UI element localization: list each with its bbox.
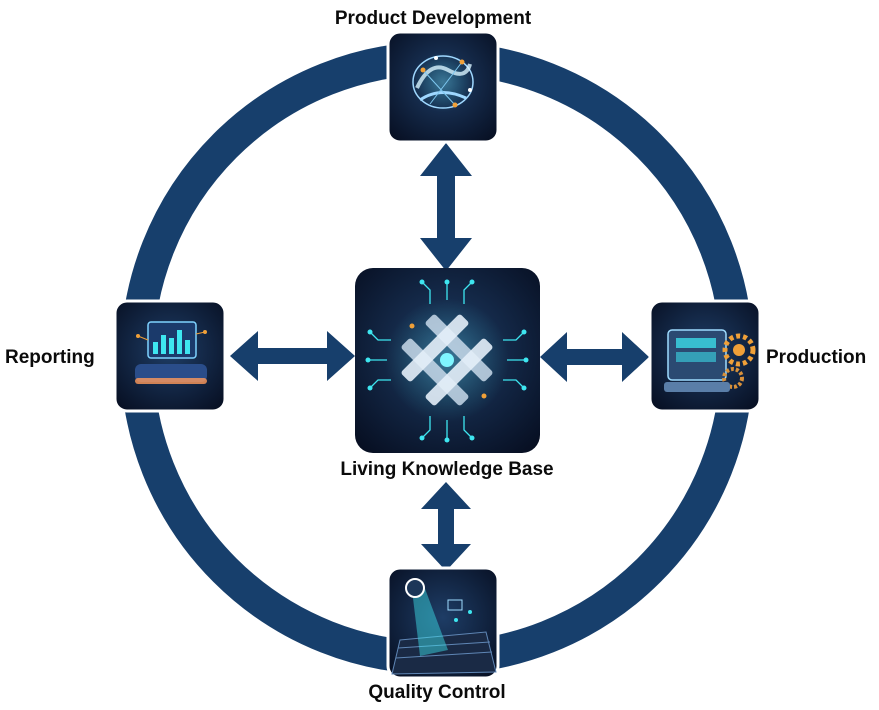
gear-machinery-icon bbox=[664, 329, 756, 392]
center-label-living-knowledge-base: Living Knowledge Base bbox=[340, 459, 554, 480]
node-living-knowledge-base bbox=[355, 268, 540, 453]
arrow-center-right bbox=[540, 332, 649, 382]
arrow-center-top bbox=[420, 143, 472, 271]
node-label-quality-control: Quality Control bbox=[368, 682, 506, 703]
dashboard-chart-icon bbox=[135, 321, 207, 384]
node-product-development bbox=[386, 30, 500, 144]
arrow-center-left bbox=[230, 331, 355, 381]
node-reporting bbox=[113, 299, 227, 413]
node-label-reporting: Reporting bbox=[5, 347, 95, 368]
arrows bbox=[230, 143, 649, 571]
node-label-production: Production bbox=[766, 347, 867, 368]
node-label-product-development: Product Development bbox=[334, 8, 532, 29]
node-production bbox=[648, 299, 762, 413]
arrow-center-bottom bbox=[421, 482, 471, 571]
neural-brain-design-icon bbox=[412, 52, 474, 112]
magnifier-scan-icon bbox=[391, 578, 497, 675]
woven-circuit-knowledge-icon bbox=[365, 279, 529, 443]
node-quality-control bbox=[386, 566, 500, 680]
